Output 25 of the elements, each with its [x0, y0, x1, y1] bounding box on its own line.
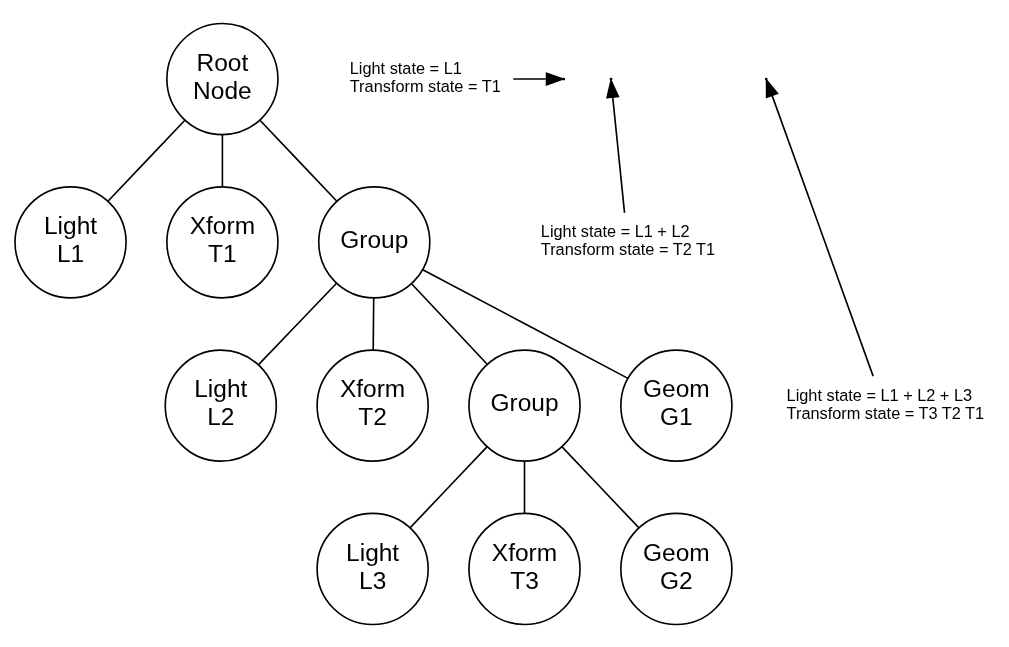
node-text: Light state = L1 Transform state = T1: [349, 58, 501, 95]
node-circle: Xform T3: [468, 512, 581, 625]
node-circle: Light L1: [14, 185, 127, 299]
node-circle: Light L3: [316, 512, 429, 625]
node-text: Light state = L1 + L2 Transform state = T2 T1: [540, 221, 716, 258]
node-circle: Group: [468, 348, 581, 462]
node-circle: Root Node: [166, 22, 279, 135]
node-circle: Geom G2: [620, 512, 733, 625]
node-circle: Group: [317, 185, 431, 299]
connector: [221, 133, 224, 187]
node-circle: Xform T1: [166, 185, 279, 299]
connector: [372, 296, 375, 351]
connector: [258, 282, 338, 365]
connector: [107, 118, 186, 202]
connector: [422, 268, 629, 379]
connector: [259, 118, 338, 202]
node-circle: Xform T2: [316, 348, 429, 462]
node-text: Light state = L1 + L2 + L3 Transform state = T3 T2 T1: [786, 385, 985, 422]
connector: [523, 460, 526, 514]
node-circle: Geom G1: [620, 348, 733, 462]
arrow: [605, 77, 626, 214]
connector: [561, 445, 640, 528]
connector: [409, 445, 488, 528]
node-circle: Light L2: [164, 348, 278, 462]
connector: [411, 282, 488, 365]
